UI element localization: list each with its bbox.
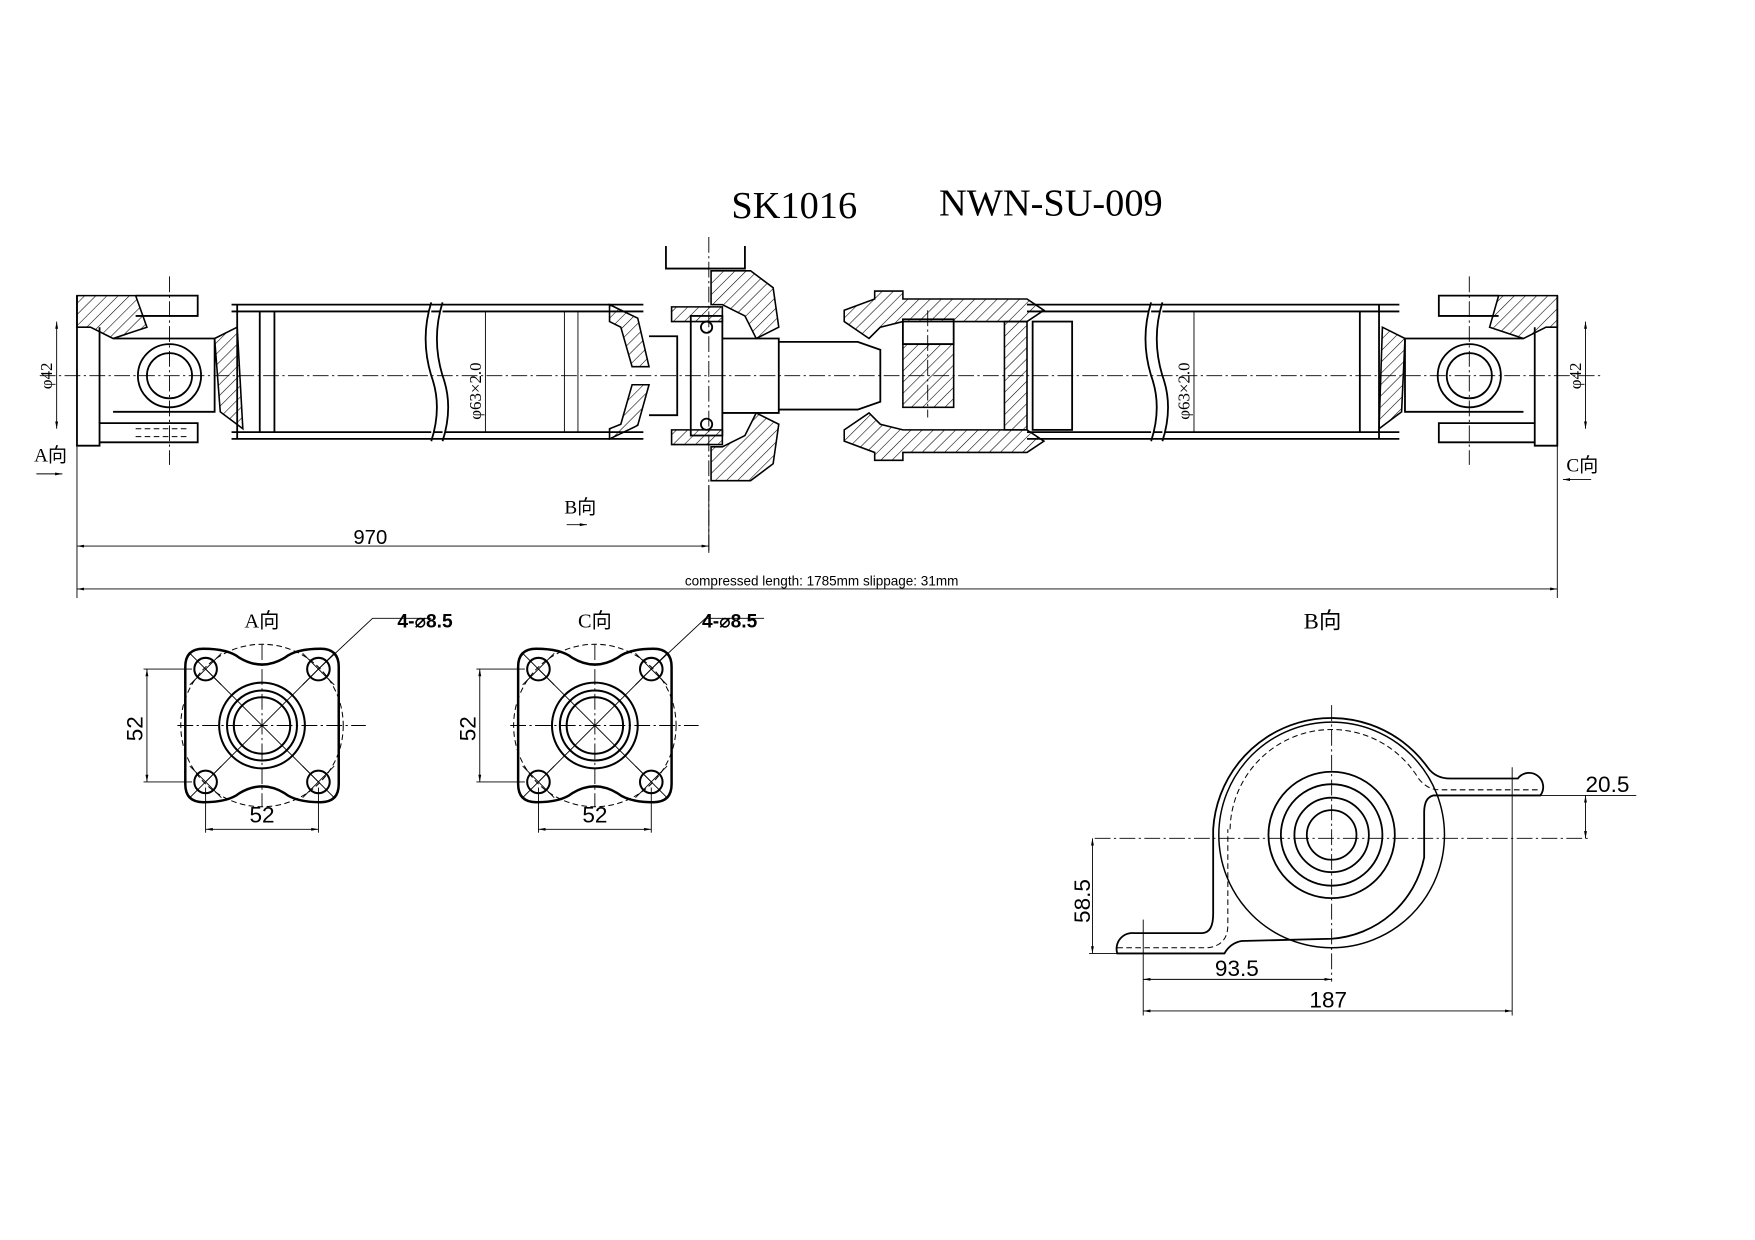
- right-flange-diameter: φ42: [1566, 363, 1585, 390]
- right-joint: [843, 290, 1046, 462]
- left-flange-diameter: φ42: [37, 363, 56, 390]
- flange-ring: [232, 696, 292, 755]
- bolt-hole: [638, 769, 664, 795]
- dim-20-5: 20.5: [1586, 772, 1630, 797]
- view-b-label: B向: [1304, 608, 1342, 633]
- holes-leader-line: [318, 617, 432, 670]
- dim-93-5: 93.5: [1215, 956, 1259, 981]
- flange-ring: [550, 681, 639, 770]
- view-a-holes-callout: 4-⌀8.5: [397, 611, 453, 632]
- bolt-hole: [306, 656, 331, 682]
- bolt-hole: [526, 769, 551, 795]
- bolt-hole: [638, 656, 664, 682]
- dim-58-5: 58.5: [1070, 879, 1095, 923]
- view-b-center-bearing: B向 20.5 58.5 93.5 187: [1070, 608, 1637, 1016]
- hole-crossline: [635, 765, 668, 799]
- view-a-dim-horizontal: 52: [249, 803, 274, 828]
- overall-length-note: compressed length: 1785mm slippage: 31mm: [685, 574, 958, 589]
- bolt-hole: [306, 769, 331, 795]
- flange-outline: [184, 647, 340, 804]
- left-tube: φ63×2.0: [231, 302, 651, 442]
- view-b-marker: B向: [564, 496, 596, 518]
- view-c-dim-horizontal: 52: [582, 803, 607, 828]
- right-flange-yoke: [1378, 276, 1559, 465]
- flange-outline: [516, 647, 673, 804]
- dim-187: 187: [1309, 988, 1347, 1013]
- bolt-hole: [193, 656, 218, 682]
- view-c-flange: C向 4-⌀8.5 52 52: [455, 609, 765, 833]
- left-tube-spec: φ63×2.0: [466, 362, 485, 419]
- part-number: SK1016: [731, 185, 857, 227]
- view-c-holes-callout: 4-⌀8.5: [702, 611, 758, 632]
- flange-ring: [218, 681, 306, 770]
- view-a-flange: A向 4-⌀8.5 52 52: [122, 609, 453, 833]
- left-flange-yoke: [76, 276, 244, 465]
- hole-crossline: [189, 652, 222, 686]
- hole-crossline: [302, 765, 335, 799]
- view-c-marker: C向: [1566, 455, 1598, 477]
- center-bearing: [649, 236, 882, 553]
- bolt-circle: [513, 643, 677, 808]
- view-a-dim-vertical: 52: [122, 716, 147, 741]
- flange-ring: [565, 696, 625, 755]
- view-a-marker: A向: [34, 444, 67, 466]
- hole-crossline: [522, 652, 555, 686]
- right-tube: φ63×2.0: [1026, 302, 1400, 442]
- reference-number: NWN-SU-009: [939, 183, 1163, 225]
- flange-ring: [226, 689, 299, 762]
- view-a-label: A向: [245, 609, 280, 632]
- bolt-hole: [193, 769, 218, 795]
- dim-970: 970: [353, 527, 387, 549]
- bolt-circle: [180, 643, 344, 808]
- flange-ring: [558, 689, 631, 762]
- holes-leader-line: [650, 617, 765, 670]
- bolt-hole: [526, 656, 551, 682]
- view-c-dim-vertical: 52: [455, 716, 480, 741]
- right-tube-spec: φ63×2.0: [1174, 362, 1193, 419]
- view-c-label: C向: [578, 609, 612, 632]
- driveshaft-main-view: φ63×2.0: [34, 236, 1603, 598]
